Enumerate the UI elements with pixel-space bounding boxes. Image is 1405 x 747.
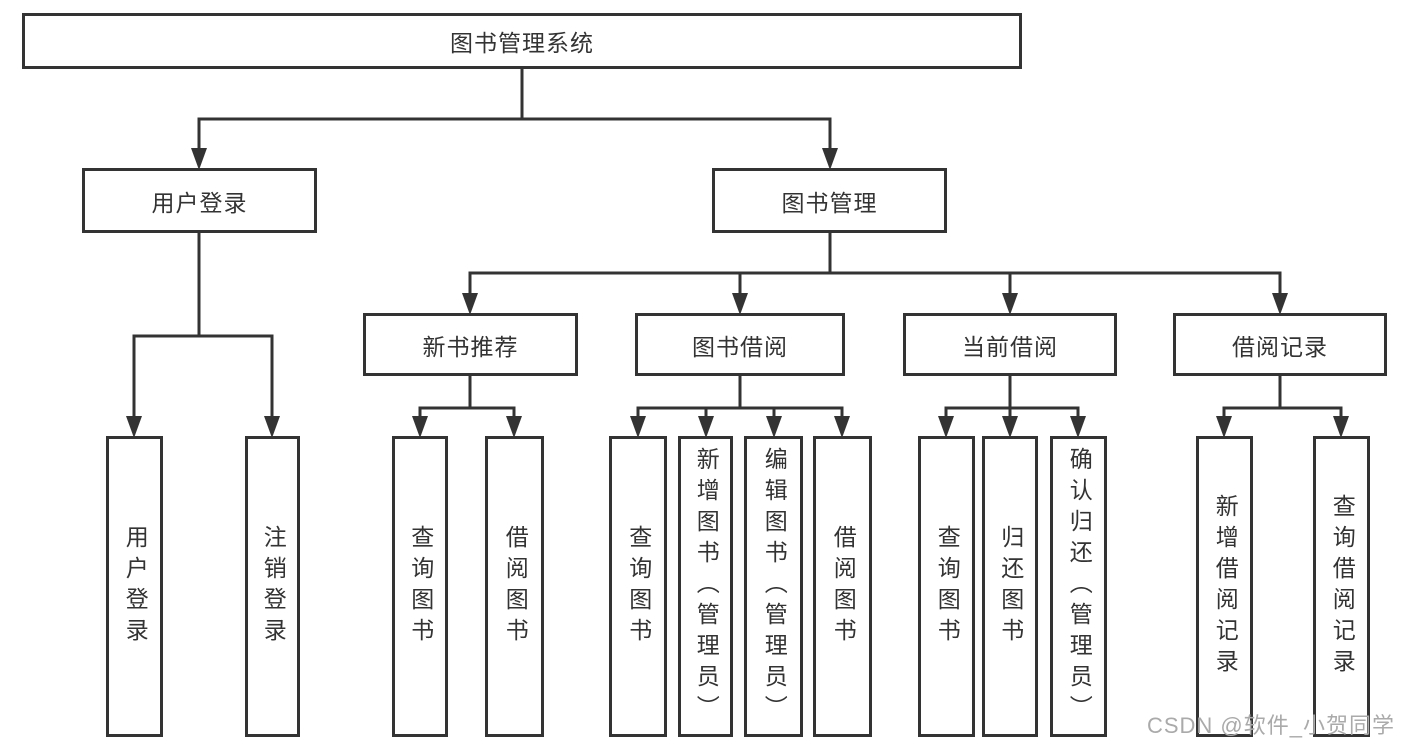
- leaf-label: 编辑图书（管理员）: [761, 447, 788, 726]
- node-new-book-recommend: 新书推荐: [363, 313, 578, 376]
- leaf-label: 查询图书: [625, 524, 652, 649]
- leaf-add-borrow-record: 新增借阅记录: [1196, 436, 1253, 737]
- leaf-label: 查询图书: [407, 524, 434, 649]
- leaf-label: 归还图书: [997, 524, 1024, 649]
- leaf-add-book-admin: 新增图书（管理员）: [678, 436, 733, 737]
- node-root: 图书管理系统: [22, 13, 1022, 69]
- leaf-label: 注销登录: [260, 524, 287, 649]
- leaf-label: 借阅图书: [830, 524, 857, 649]
- leaf-borrow-books-recommend: 借阅图书: [485, 436, 544, 737]
- leaf-query-books-recommend: 查询图书: [392, 436, 448, 737]
- node-current-borrow: 当前借阅: [903, 313, 1117, 376]
- leaf-label: 新增借阅记录: [1212, 493, 1239, 680]
- leaf-label: 借阅图书: [502, 524, 529, 649]
- leaf-confirm-return-admin: 确认归还（管理员）: [1050, 436, 1107, 737]
- node-book-management: 图书管理: [712, 168, 947, 233]
- leaf-borrow-books: 借阅图书: [813, 436, 872, 737]
- leaf-edit-book-admin: 编辑图书（管理员）: [744, 436, 803, 737]
- leaf-logout: 注销登录: [245, 436, 300, 737]
- leaf-label: 新增图书（管理员）: [693, 447, 720, 726]
- leaf-label: 查询借阅记录: [1329, 493, 1356, 680]
- leaf-query-books-borrow: 查询图书: [609, 436, 667, 737]
- node-borrow-records: 借阅记录: [1173, 313, 1387, 376]
- leaf-return-book: 归还图书: [982, 436, 1038, 737]
- leaf-query-books-current: 查询图书: [918, 436, 975, 737]
- leaf-query-borrow-record: 查询借阅记录: [1313, 436, 1370, 737]
- leaf-label: 查询图书: [934, 524, 961, 649]
- leaf-user-login: 用户登录: [106, 436, 163, 737]
- node-book-borrow: 图书借阅: [635, 313, 845, 376]
- watermark: CSDN @软件_小贺同学: [1146, 713, 1395, 738]
- leaf-label: 确认归还（管理员）: [1066, 447, 1093, 726]
- node-user-login: 用户登录: [82, 168, 317, 233]
- leaf-label: 用户登录: [122, 524, 149, 649]
